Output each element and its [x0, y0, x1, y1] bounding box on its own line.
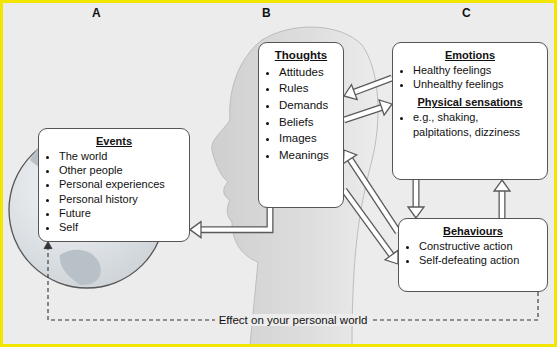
- edge-label: Effect on your personal world: [215, 314, 372, 326]
- bullet-item: The world: [59, 149, 181, 163]
- arrow-shaft: [344, 190, 393, 257]
- box-heading: Thoughts: [267, 48, 335, 64]
- box-heading: Events: [47, 134, 181, 149]
- column-letter: C: [462, 6, 471, 20]
- connector-arrow: [344, 100, 392, 120]
- arrow-shaft: [352, 78, 392, 93]
- arrow-head: [44, 242, 52, 249]
- thoughts-box: ThoughtsAttitudesRulesDemandsBeliefsImag…: [258, 42, 344, 208]
- box-heading: Behaviours: [407, 224, 539, 239]
- head-silhouette: [212, 27, 378, 345]
- arrow-head: [494, 180, 510, 191]
- bullet-item: Healthy feelings: [413, 63, 539, 77]
- arrow-shaft-outline: [199, 208, 270, 230]
- arrow-shaft-outline: [344, 190, 393, 257]
- arrow-head: [408, 207, 424, 218]
- emotions-box: EmotionsHealthy feelingsUnhealthy feelin…: [392, 42, 548, 180]
- arrow-shaft: [414, 180, 418, 209]
- connector-arrow: [344, 78, 392, 100]
- arrow-shaft: [349, 158, 398, 232]
- connector-arrow: [408, 180, 424, 218]
- column-letter: A: [92, 6, 101, 20]
- bullet-item: Personal experiences: [59, 177, 181, 191]
- bullet-item: Unhealthy feelings: [413, 77, 539, 91]
- continent: [60, 250, 101, 285]
- events-box: EventsThe worldOther peoplePersonal expe…: [38, 128, 190, 242]
- column-letter: B: [262, 6, 271, 20]
- bullet-item: e.g., shaking, palpitations, dizziness: [413, 110, 539, 139]
- arrow-head: [385, 250, 398, 264]
- bullet-item: Other people: [59, 163, 181, 177]
- connector-arrow: [494, 180, 510, 218]
- arrow-shaft: [500, 189, 504, 218]
- connector-arrow: [343, 150, 398, 232]
- arrow-shaft: [344, 107, 383, 120]
- arrow-head: [344, 85, 357, 100]
- bullet-item: Rules: [279, 80, 335, 97]
- arrow-head: [379, 100, 392, 115]
- behaviours-box: BehavioursConstructive actionSelf-defeat…: [398, 218, 548, 292]
- connector-arrow: [190, 208, 270, 238]
- arrow-shaft-outline: [352, 78, 392, 93]
- bullet-item: Self-defeating action: [419, 253, 539, 267]
- bullet-item: Meanings: [279, 147, 335, 164]
- bullet-item: Constructive action: [419, 239, 539, 253]
- box-heading: Physical sensations: [401, 95, 539, 110]
- bullet-item: Future: [59, 206, 181, 220]
- bullet-item: Images: [279, 130, 335, 147]
- bullet-item: Demands: [279, 97, 335, 114]
- arrow-shaft: [199, 208, 270, 230]
- arrow-shaft-outline: [344, 107, 383, 120]
- arrow-head: [343, 150, 356, 164]
- arrow-shaft-outline: [413, 180, 420, 209]
- connector-arrow: [344, 190, 398, 264]
- arrow-head: [190, 222, 201, 238]
- box-heading: Emotions: [401, 48, 539, 63]
- bullet-item: Beliefs: [279, 114, 335, 131]
- bullet-item: Personal history: [59, 192, 181, 206]
- arrow-shaft-outline: [499, 189, 506, 218]
- arrow-shaft-outline: [349, 158, 398, 232]
- bullet-item: Self: [59, 220, 181, 234]
- bullet-item: Attitudes: [279, 64, 335, 81]
